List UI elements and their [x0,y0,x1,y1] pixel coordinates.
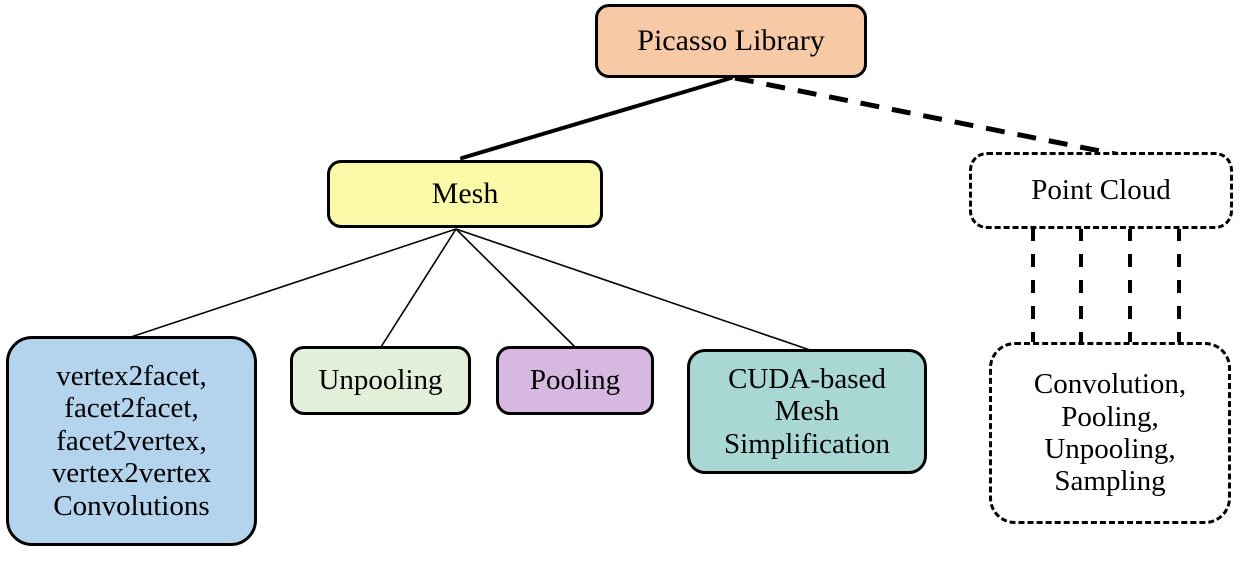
edge-mesh-to-pooling [455,228,576,348]
node-mesh-convolutions-label: vertex2facet, facet2facet, facet2vertex,… [51,359,212,522]
node-mesh-pooling-label: Pooling [529,364,621,397]
node-picasso-library-label: Picasso Library [637,24,825,58]
node-picasso-library[interactable]: Picasso Library [595,4,867,78]
node-point-cloud-operations-label: Convolution, Pooling, Unpooling, Samplin… [1033,368,1187,498]
node-mesh-label: Mesh [431,177,499,211]
edge-root-to-mesh [460,76,733,160]
node-mesh-convolutions[interactable]: vertex2facet, facet2facet, facet2vertex,… [6,336,257,546]
node-mesh[interactable]: Mesh [327,160,603,228]
node-mesh-unpooling[interactable]: Unpooling [290,346,471,415]
node-mesh-pooling[interactable]: Pooling [496,346,654,415]
node-point-cloud-operations[interactable]: Convolution, Pooling, Unpooling, Samplin… [989,342,1231,524]
edge-mesh-to-convolutions [121,228,457,341]
node-cuda-mesh-simplification[interactable]: CUDA-based Mesh Simplification [687,349,927,474]
node-point-cloud[interactable]: Point Cloud [969,152,1233,229]
edge-mesh-to-unpooling [380,228,457,348]
edge-root-to-point-cloud [734,75,1121,158]
node-mesh-unpooling-label: Unpooling [318,364,443,397]
node-cuda-mesh-simplification-label: CUDA-based Mesh Simplification [724,362,890,460]
node-point-cloud-label: Point Cloud [1031,174,1171,207]
edge-mesh-to-cuda [455,228,811,351]
